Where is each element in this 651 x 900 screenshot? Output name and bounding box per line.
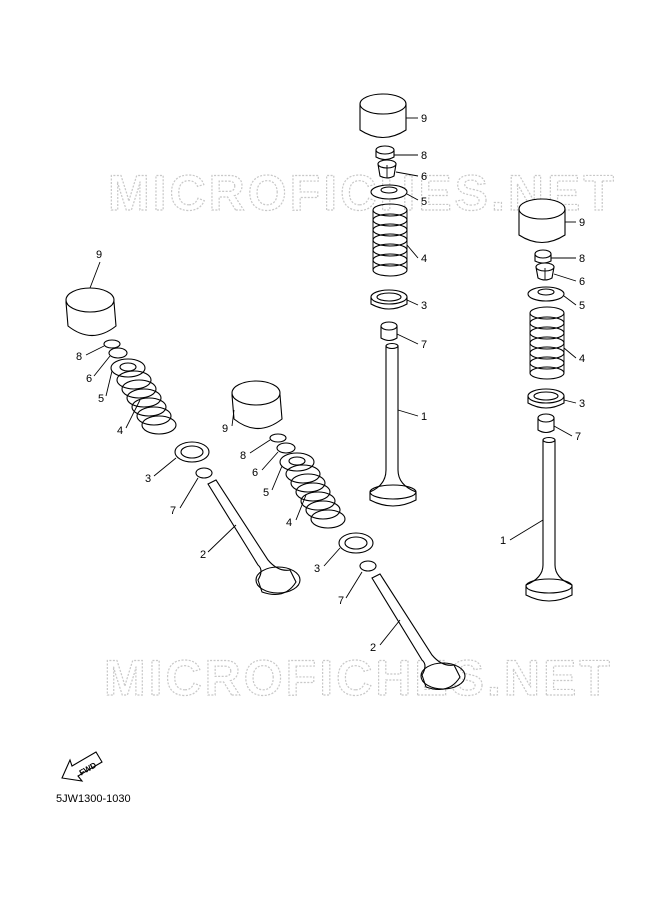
valve-part-2-left (207, 479, 301, 595)
valve-part-1-right (525, 436, 573, 602)
callout-labels: 9 8 6 5 4 3 7 1 9 8 6 5 4 3 7 1 9 8 6 5 … (76, 113, 585, 654)
callout-8: 8 (240, 450, 246, 462)
stem-seal-part-7 (380, 321, 398, 342)
callout-9: 9 (421, 113, 427, 125)
valve-assembly-middle (231, 380, 466, 690)
valve-lifter-part-9-mid (231, 380, 283, 430)
callout-4: 4 (421, 253, 427, 265)
callout-6: 6 (86, 373, 92, 385)
leader-lines (85, 117, 577, 646)
spring-retainer-part-5-mid (279, 452, 315, 472)
callout-7: 7 (170, 505, 176, 517)
fwd-arrow-icon: FWD (61, 751, 103, 782)
stem-seal-part-7-right (537, 413, 555, 434)
valve-spring-part-4-right (529, 306, 565, 380)
valve-lifter-part-9 (359, 93, 407, 139)
callout-9: 9 (222, 423, 228, 435)
callout-4: 4 (117, 425, 123, 437)
callout-8: 8 (421, 150, 427, 162)
callout-6: 6 (421, 171, 427, 183)
spring-seat-part-3-left (174, 441, 210, 463)
part-code: 5JW1300-1030 (56, 793, 131, 805)
adjusting-pad-part-8-right (534, 249, 552, 264)
valve-cotter-part-6-mid (276, 442, 296, 454)
stem-seal-part-7-mid (359, 560, 377, 572)
callout-4: 4 (286, 517, 292, 529)
callout-9: 9 (96, 249, 102, 261)
callout-5: 5 (579, 300, 585, 312)
callout-1: 1 (421, 411, 427, 423)
callout-1: 1 (500, 535, 506, 547)
adjusting-pad-part-8-mid (269, 433, 287, 443)
watermark-bottom: MICROFICHES.NET (104, 650, 613, 706)
spring-seat-part-3-mid (338, 532, 374, 554)
valve-assembly-top-center (359, 93, 417, 507)
callout-7: 7 (421, 339, 427, 351)
valve-lifter-part-9-right (518, 198, 566, 244)
valve-cotter-part-6-right (535, 262, 555, 281)
callout-7: 7 (338, 595, 344, 607)
spring-seat-part-3-right (527, 388, 565, 409)
callout-3: 3 (421, 300, 427, 312)
valve-part-2-mid (371, 573, 466, 690)
valve-cotter-part-6 (377, 159, 397, 179)
callout-5: 5 (421, 196, 427, 208)
valve-spring-part-4 (372, 203, 408, 277)
callout-8: 8 (76, 351, 82, 363)
valve-cotter-part-6-left (108, 347, 128, 359)
valve-spring-part-4-left (116, 370, 177, 435)
callout-8: 8 (579, 253, 585, 265)
callout-9: 9 (579, 217, 585, 229)
callout-5: 5 (263, 487, 269, 499)
valve-assembly-left (65, 287, 301, 595)
callout-2: 2 (370, 642, 376, 654)
callout-3: 3 (579, 398, 585, 410)
spring-seat-part-3 (370, 289, 408, 310)
valve-spring-part-4-mid (285, 464, 346, 529)
valve-part-1 (369, 342, 417, 507)
adjusting-pad-part-8 (375, 145, 395, 161)
adjusting-pad-part-8-left (103, 339, 121, 349)
callout-7: 7 (575, 431, 581, 443)
valve-assembly-right (518, 198, 573, 602)
callout-6: 6 (579, 276, 585, 288)
callout-3: 3 (145, 473, 151, 485)
valve-lifter-part-9-left (65, 287, 117, 337)
callout-5: 5 (98, 393, 104, 405)
callout-3: 3 (314, 563, 320, 575)
spring-retainer-part-5 (370, 184, 408, 200)
spring-retainer-part-5-left (110, 358, 146, 378)
callout-2: 2 (200, 549, 206, 561)
callout-6: 6 (252, 467, 258, 479)
stem-seal-part-7-left (195, 467, 213, 479)
spring-retainer-part-5-right (527, 286, 565, 302)
callout-4: 4 (579, 353, 585, 365)
